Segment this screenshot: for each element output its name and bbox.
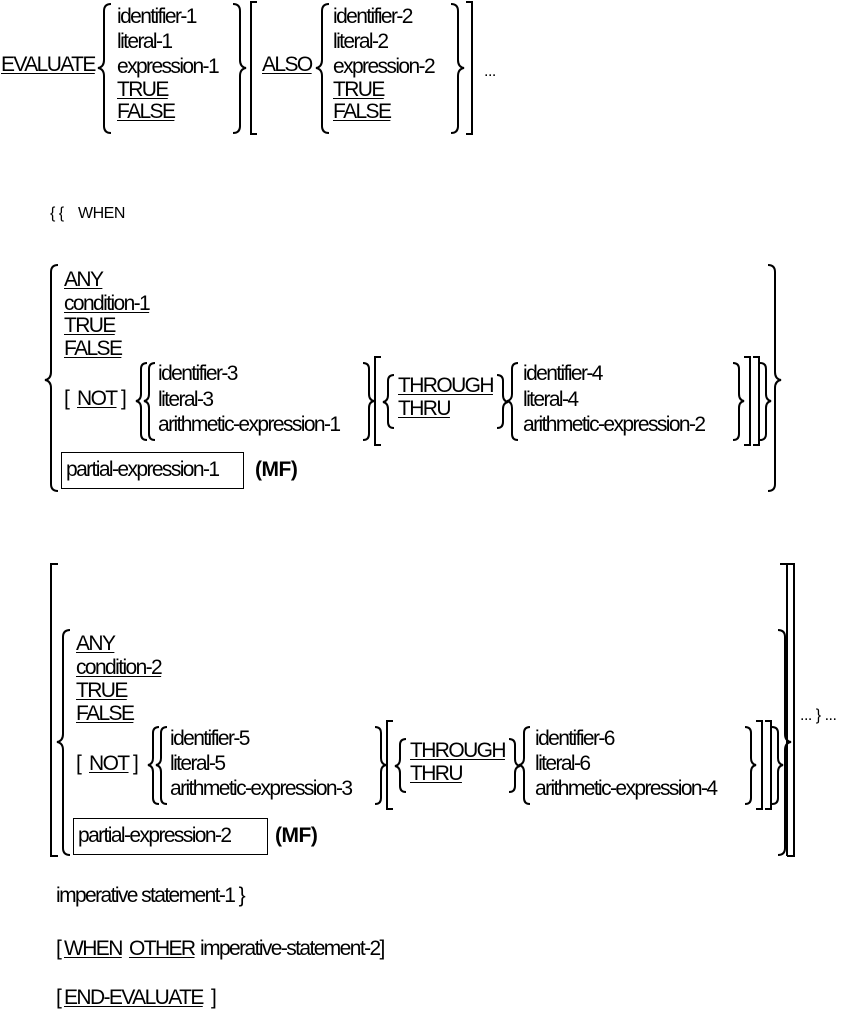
imperative-statement-2: imperative-statement-2]: [200, 937, 385, 960]
through-keyword: THROUGH: [398, 374, 495, 397]
end-close-bracket: ]: [211, 986, 217, 1009]
choice-any: ANY: [76, 632, 116, 655]
choice-expression-1: expression-1: [117, 55, 220, 78]
operand-literal-3: literal-3: [158, 388, 214, 411]
choice-condition-1: condition-1: [64, 292, 151, 315]
when-keyword: WHEN: [64, 937, 123, 960]
operand-literal-4: literal-4: [523, 388, 579, 411]
not-close-bracket: ]: [121, 387, 127, 410]
operand-identifier-3: identifier-3: [158, 362, 238, 385]
not-keyword: NOT: [77, 387, 118, 410]
when-braces: { {: [50, 205, 64, 222]
choice-identifier-2: identifier-2: [333, 5, 413, 28]
mf-label: (MF): [255, 458, 298, 481]
choice-false: FALSE: [76, 702, 135, 725]
block2-trailer: ... } ...: [800, 707, 837, 724]
not-open-bracket: [: [76, 752, 82, 775]
end-evaluate-keyword: END-EVALUATE: [64, 986, 204, 1009]
imperative-statement-1: imperative statement-1 }: [56, 884, 246, 907]
choice-false: FALSE: [333, 100, 392, 123]
operand-arithmetic-expression-3: arithmetic-expression-3: [170, 777, 353, 800]
choice-true: TRUE: [117, 78, 169, 101]
operand-arithmetic-expression-2: arithmetic-expression-2: [523, 413, 706, 436]
choice-any: ANY: [64, 268, 104, 291]
evaluate-keyword: EVALUATE: [1, 53, 96, 76]
other-keyword: OTHER: [129, 937, 196, 960]
operand-literal-6: literal-6: [535, 752, 591, 775]
choice-identifier-1: identifier-1: [117, 5, 197, 28]
choice-condition-2: condition-2: [76, 656, 163, 679]
when-keyword: WHEN: [78, 205, 125, 222]
not-keyword: NOT: [89, 752, 130, 775]
operand-arithmetic-expression-4: arithmetic-expression-4: [535, 777, 718, 800]
partial-expression-1: partial-expression-1: [66, 458, 220, 481]
choice-true: TRUE: [76, 679, 128, 702]
through-keyword: THROUGH: [410, 739, 507, 762]
not-close-bracket: ]: [133, 752, 139, 775]
choice-expression-2: expression-2: [333, 55, 436, 78]
not-open-bracket: [: [64, 387, 70, 410]
mf-label: (MF): [275, 824, 318, 847]
also-keyword: ALSO: [262, 53, 313, 76]
choice-true: TRUE: [333, 78, 385, 101]
operand-identifier-4: identifier-4: [523, 362, 603, 385]
end-open-bracket: [: [56, 986, 62, 1009]
choice-true: TRUE: [64, 314, 116, 337]
choice-false: FALSE: [64, 337, 123, 360]
partial-expression-2: partial-expression-2: [78, 824, 232, 847]
thru-keyword: THRU: [410, 762, 464, 785]
line1-ellipsis: ...: [484, 63, 496, 80]
partial-expression-1-box: [61, 452, 244, 489]
choice-literal-1: literal-1: [117, 30, 173, 53]
choice-false: FALSE: [117, 100, 176, 123]
when-other-open-bracket: [: [56, 937, 62, 960]
operand-identifier-5: identifier-5: [170, 727, 250, 750]
operand-identifier-6: identifier-6: [535, 727, 615, 750]
partial-expression-2-box: [73, 818, 268, 855]
thru-keyword: THRU: [398, 397, 452, 420]
choice-literal-2: literal-2: [333, 30, 389, 53]
operand-arithmetic-expression-1: arithmetic-expression-1: [158, 413, 341, 436]
operand-literal-5: literal-5: [170, 752, 226, 775]
